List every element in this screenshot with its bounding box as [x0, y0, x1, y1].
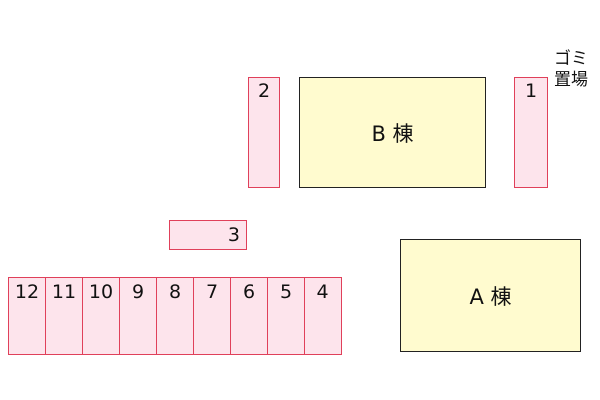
- parking-slot-9-label: 9: [131, 281, 145, 303]
- parking-slot-10-label: 10: [88, 281, 114, 303]
- parking-slot-6-label: 6: [242, 281, 256, 303]
- parking-slot-3-label: 3: [227, 224, 240, 246]
- parking-slot-10: 10: [83, 278, 120, 354]
- parking-slot-2: 2: [248, 77, 280, 188]
- parking-slot-6: 6: [231, 278, 268, 354]
- parking-slot-5-label: 5: [279, 281, 293, 303]
- parking-slot-1: 1: [514, 77, 548, 188]
- parking-slot-4-label: 4: [316, 281, 329, 303]
- parking-row: 12 11 10 9 8 7 6 5 4: [8, 277, 342, 355]
- building-a: A 棟: [400, 239, 581, 352]
- parking-slot-1-label: 1: [524, 80, 538, 102]
- trash-area-label: ゴミ 置場: [548, 49, 594, 91]
- trash-area-line2: 置場: [554, 70, 588, 90]
- building-b: B 棟: [299, 77, 486, 188]
- parking-slot-7: 7: [194, 278, 231, 354]
- parking-slot-5: 5: [268, 278, 305, 354]
- building-a-label: A 棟: [469, 284, 512, 309]
- trash-area-line1: ゴミ: [554, 49, 588, 69]
- building-b-label: B 棟: [371, 121, 414, 146]
- parking-slot-12-label: 12: [14, 281, 40, 303]
- parking-slot-4: 4: [305, 278, 340, 354]
- parking-slot-12: 12: [9, 278, 46, 354]
- parking-slot-8: 8: [157, 278, 194, 354]
- parking-slot-11-label: 11: [51, 281, 77, 303]
- parking-slot-2-label: 2: [257, 80, 271, 102]
- parking-slot-7-label: 7: [205, 281, 219, 303]
- parking-slot-8-label: 8: [168, 281, 182, 303]
- parking-slot-11: 11: [46, 278, 83, 354]
- parking-slot-3: 3: [169, 220, 247, 250]
- parking-slot-9: 9: [120, 278, 157, 354]
